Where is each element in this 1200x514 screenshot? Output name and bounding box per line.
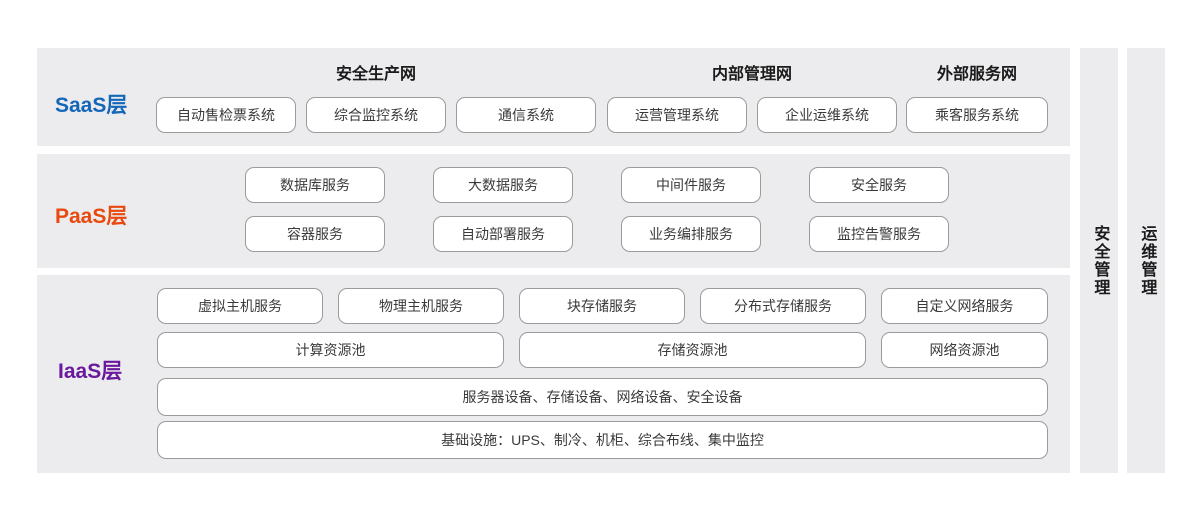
saas-system-box[interactable]: 运营管理系统 [607,97,747,133]
iaas-service-box[interactable]: 物理主机服务 [338,288,504,324]
paas-service-box[interactable]: 数据库服务 [245,167,385,203]
saas-group-title-2: 外部服务网 [936,66,1017,83]
iaas-service-box[interactable]: 分布式存储服务 [700,288,866,324]
operations-management-panel[interactable]: 运维管理 [1127,48,1165,473]
saas-layer-label: SaaS层 [55,94,128,117]
saas-system-box[interactable]: 通信系统 [456,97,596,133]
saas-system-box[interactable]: 企业运维系统 [757,97,897,133]
security-management-label: 安全管理 [1091,224,1109,297]
security-management-panel[interactable]: 安全管理 [1080,48,1118,473]
paas-service-box[interactable]: 监控告警服务 [809,216,949,252]
saas-system-box[interactable]: 乘客服务系统 [906,97,1048,133]
paas-service-box[interactable]: 中间件服务 [621,167,761,203]
iaas-resource-pool-box[interactable]: 网络资源池 [881,332,1048,368]
saas-system-box[interactable]: 综合监控系统 [306,97,446,133]
iaas-resource-pool-box[interactable]: 存储资源池 [519,332,866,368]
paas-service-box[interactable]: 业务编排服务 [621,216,761,252]
saas-system-box[interactable]: 自动售检票系统 [156,97,296,133]
iaas-service-box[interactable]: 虚拟主机服务 [157,288,323,324]
paas-service-box[interactable]: 大数据服务 [433,167,573,203]
saas-group-title-1: 内部管理网 [711,66,792,83]
paas-layer-label: PaaS层 [55,205,128,228]
iaas-resource-pool-box[interactable]: 计算资源池 [157,332,504,368]
paas-service-box[interactable]: 安全服务 [809,167,949,203]
iaas-infrastructure-box[interactable]: 基础设施：UPS、制冷、机柜、综合布线、集中监控 [157,421,1048,459]
iaas-service-box[interactable]: 块存储服务 [519,288,685,324]
iaas-service-box[interactable]: 自定义网络服务 [881,288,1048,324]
iaas-layer-label: IaaS层 [58,360,123,383]
paas-service-box[interactable]: 自动部署服务 [433,216,573,252]
iaas-device-box[interactable]: 服务器设备、存储设备、网络设备、安全设备 [157,378,1048,416]
saas-group-title-0: 安全生产网 [335,66,416,83]
operations-management-label: 运维管理 [1138,224,1156,297]
paas-service-box[interactable]: 容器服务 [245,216,385,252]
